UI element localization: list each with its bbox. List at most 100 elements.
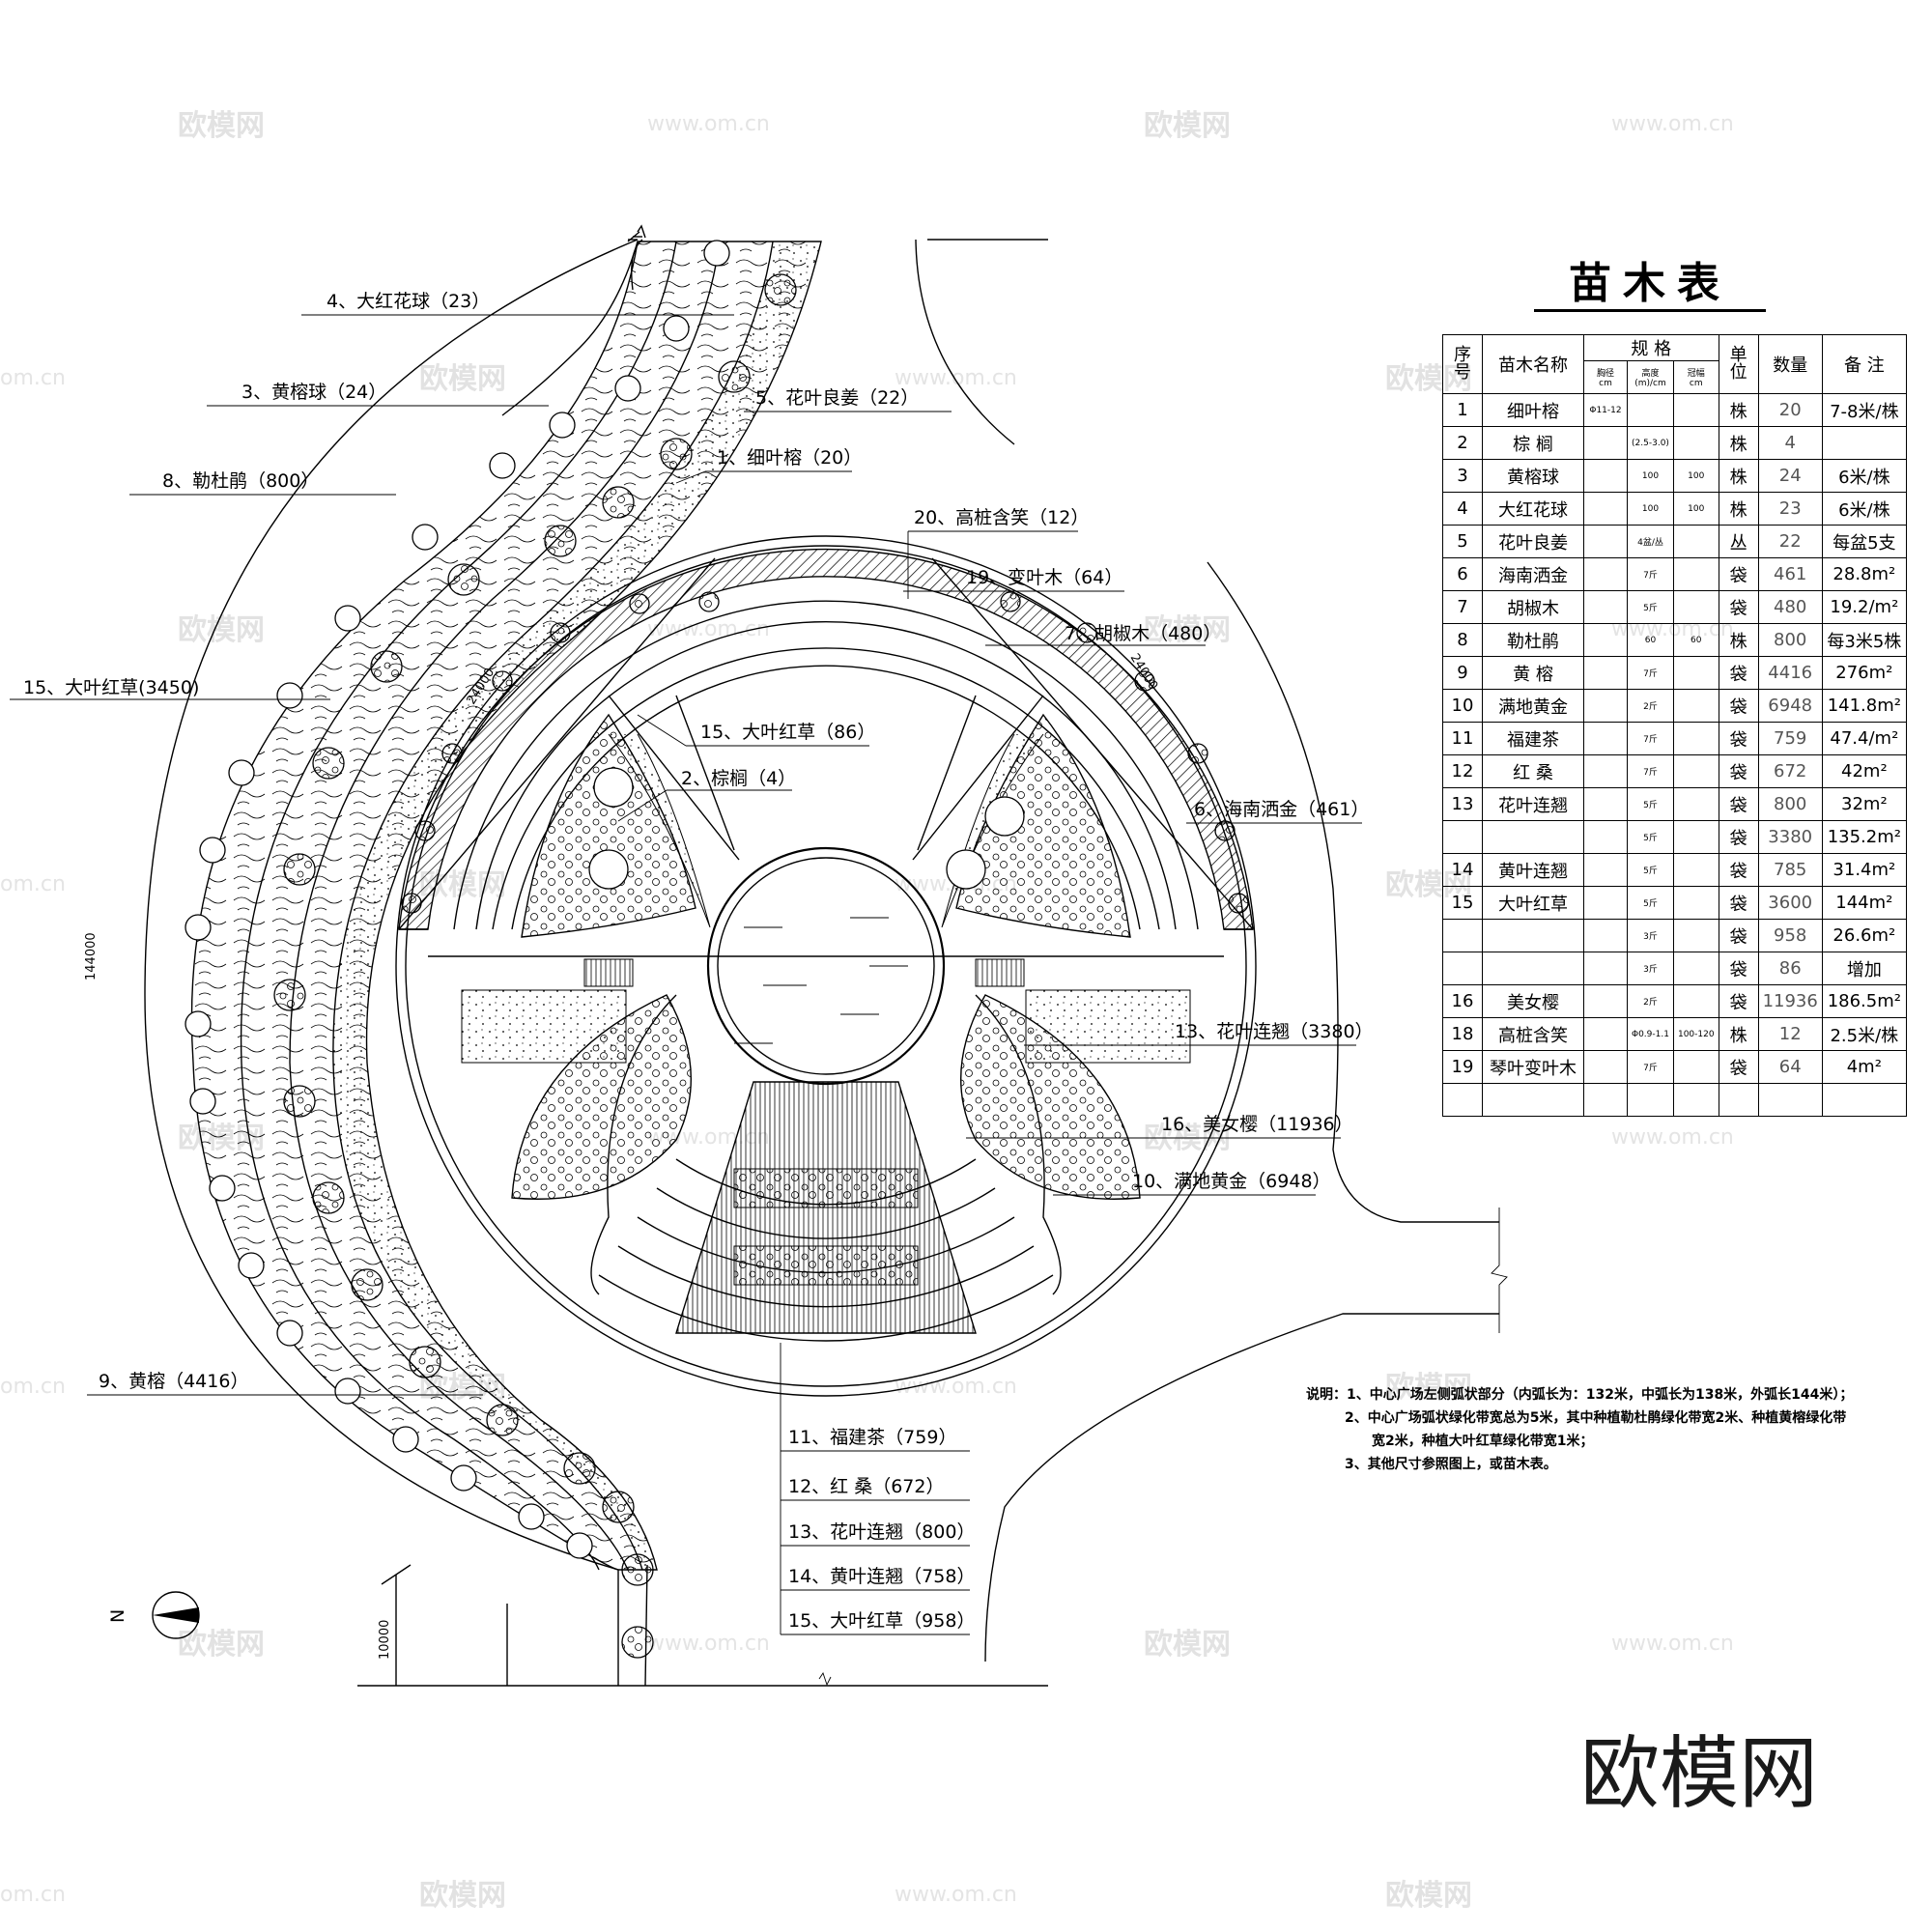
table-cell-remark: 7-8米/株 bbox=[1821, 393, 1907, 427]
table-cell-crown bbox=[1672, 525, 1719, 558]
tree-symbol-icon bbox=[614, 375, 641, 402]
table-cell-no bbox=[1442, 919, 1483, 952]
tree-symbol-icon bbox=[273, 979, 306, 1011]
table-cell-height bbox=[1627, 393, 1674, 427]
table-cell-remark: 26.6m² bbox=[1821, 919, 1907, 952]
callout-7: 7、胡椒木（480） bbox=[985, 623, 1221, 646]
table-cell-qty: 11936 bbox=[1757, 984, 1823, 1018]
tree-symbol-icon bbox=[409, 1346, 441, 1378]
callout-15b: 15、大叶红草（86） bbox=[637, 714, 875, 747]
table-cell-name: 黄 榕 bbox=[1482, 656, 1584, 690]
tree-symbol-icon bbox=[238, 1252, 265, 1279]
table-cell-no: 18 bbox=[1442, 1017, 1483, 1051]
tree-symbol-icon bbox=[549, 412, 576, 439]
table-cell-qty bbox=[1757, 1083, 1823, 1117]
tree-symbol-icon bbox=[602, 486, 635, 519]
table-cell-no: 5 bbox=[1442, 525, 1483, 558]
watermark-logo: 欧模网 bbox=[178, 613, 265, 647]
table-cell-crown: 100 bbox=[1672, 492, 1719, 526]
watermark-logo: 欧模网 bbox=[1144, 1122, 1231, 1155]
tree-symbol-icon bbox=[312, 747, 345, 780]
table-cell-crown bbox=[1672, 590, 1719, 624]
watermark-logo: 欧模网 bbox=[1144, 109, 1231, 143]
callout-label: 9、黄榕（4416） bbox=[99, 1371, 248, 1392]
table-cell-crown bbox=[1672, 393, 1719, 427]
note-item: 3、其他尺寸参照图上，或苗木表。 bbox=[1345, 1457, 1557, 1472]
callout-9: 9、黄榕（4416） bbox=[87, 1371, 483, 1396]
table-cell-dbh bbox=[1583, 557, 1628, 591]
table-cell-crown bbox=[1672, 886, 1719, 920]
watermark-url: www.om.cn bbox=[1611, 112, 1734, 136]
watermark-url: www.om.cn bbox=[647, 617, 770, 641]
callout-label: 4、大红花球（23） bbox=[327, 291, 490, 312]
table-cell-no: 16 bbox=[1442, 984, 1483, 1018]
callout-label: 19、变叶木（64） bbox=[966, 567, 1122, 588]
watermark-logo: 欧模网 bbox=[419, 1879, 506, 1913]
table-cell-unit: 袋 bbox=[1718, 787, 1759, 821]
table-cell-unit: 株 bbox=[1718, 393, 1759, 427]
table-cell-crown bbox=[1672, 820, 1719, 854]
note-item: 1、中心广场左侧弧状部分（内弧长为：132米，中弧长为138米，外弧长144米）… bbox=[1347, 1387, 1854, 1403]
table-cell-remark: 每盆5支 bbox=[1821, 525, 1907, 558]
plant-table-title: 苗木表 bbox=[1534, 259, 1766, 312]
table-cell-height: 5斤 bbox=[1627, 590, 1674, 624]
tree-symbol-icon bbox=[228, 759, 255, 786]
tree-symbol-icon bbox=[414, 820, 436, 841]
table-cell-remark: 6米/株 bbox=[1821, 459, 1907, 493]
watermark-url: www.om.cn bbox=[1611, 1125, 1734, 1150]
tree-symbol-icon bbox=[312, 1181, 345, 1214]
tree-symbol-icon bbox=[593, 767, 634, 808]
table-cell-name: 海南洒金 bbox=[1482, 557, 1584, 591]
table-cell-crown bbox=[1672, 1050, 1719, 1084]
table-cell-name: 琴叶变叶木 bbox=[1482, 1050, 1584, 1084]
table-cell-name: 黄榕球 bbox=[1482, 459, 1584, 493]
table-cell-remark: 每3米5株 bbox=[1821, 623, 1907, 657]
table-cell-remark: 186.5m² bbox=[1821, 984, 1907, 1018]
callout-13a: 13、花叶连翘（3380） bbox=[1024, 1021, 1374, 1046]
header-dbh-label: 胸径 bbox=[1596, 369, 1614, 379]
table-cell-dbh bbox=[1583, 787, 1628, 821]
table-cell-dbh bbox=[1583, 853, 1628, 887]
table-cell-remark: 144m² bbox=[1821, 886, 1907, 920]
table-cell-remark: 32m² bbox=[1821, 787, 1907, 821]
table-cell-no: 7 bbox=[1442, 590, 1483, 624]
table-cell-qty: 20 bbox=[1757, 393, 1823, 427]
drawing-notes: 说明：1、中心广场左侧弧状部分（内弧长为：132米，中弧长为138米，外弧长14… bbox=[1306, 1383, 1876, 1476]
curved-planting-belt bbox=[185, 231, 822, 1687]
table-cell-remark: 141.8m² bbox=[1821, 689, 1907, 723]
table-cell-no: 13 bbox=[1442, 787, 1483, 821]
table-cell-height: 60 bbox=[1627, 623, 1674, 657]
table-cell-qty: 800 bbox=[1757, 787, 1823, 821]
callout-6: 6、海南洒金（461） bbox=[1186, 799, 1369, 824]
callout-15a: 15、大叶红草(3450) bbox=[10, 677, 330, 700]
table-cell-unit: 株 bbox=[1718, 426, 1759, 460]
table-cell-crown: 100-120 bbox=[1672, 1017, 1719, 1051]
tree-symbol-icon bbox=[946, 849, 986, 890]
table-cell-dbh bbox=[1583, 492, 1628, 526]
callout-label: 13、花叶连翘（800） bbox=[788, 1521, 975, 1543]
table-cell-crown bbox=[1672, 656, 1719, 690]
table-cell-no: 8 bbox=[1442, 623, 1483, 657]
callout-label: 5、花叶良姜（22） bbox=[755, 387, 919, 409]
watermark-logo: 欧模网 bbox=[1144, 1628, 1231, 1662]
tree-symbol-icon bbox=[1000, 591, 1021, 612]
table-cell-remark: 31.4m² bbox=[1821, 853, 1907, 887]
table-cell-height: 100 bbox=[1627, 492, 1674, 526]
table-cell-qty: 4 bbox=[1757, 426, 1823, 460]
table-cell-remark: 47.4/m² bbox=[1821, 722, 1907, 755]
header-quantity: 数量 bbox=[1757, 334, 1823, 394]
table-cell-height: 2斤 bbox=[1627, 689, 1674, 723]
north-label: N bbox=[107, 1609, 128, 1623]
table-cell-no: 3 bbox=[1442, 459, 1483, 493]
